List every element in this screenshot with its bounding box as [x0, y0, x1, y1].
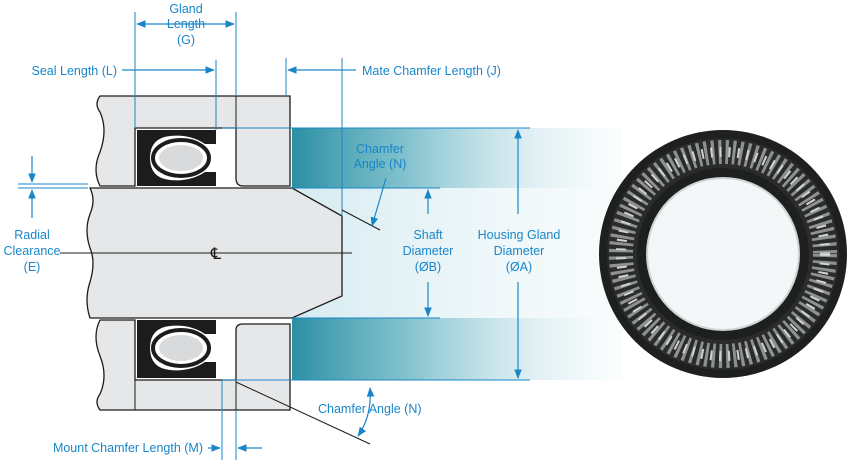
housing-bottom — [95, 319, 291, 411]
chamfer-angle-bottom-label: Chamfer Angle (N) — [318, 402, 422, 416]
housing-gland-diameter-label-3: (ØA) — [506, 260, 532, 274]
radial-clearance-label-2: Clearance — [4, 244, 61, 258]
centerline-symbol: ℄ — [210, 246, 222, 263]
housing-gland-diameter-label-1: Housing Gland — [478, 228, 561, 242]
chamfer-angle-top-label-2: Angle (N) — [354, 157, 407, 171]
shaft: ℄ — [60, 187, 352, 319]
radial-clearance-label-1: Radial — [14, 228, 49, 242]
radial-clearance-label-3: (E) — [24, 260, 41, 274]
gland-length-label-2: Length — [167, 17, 205, 31]
mount-chamfer-length-label: Mount Chamfer Length (M) — [53, 441, 203, 455]
mate-chamfer-length-label: Mate Chamfer Length (J) — [362, 64, 501, 78]
seal-length-label: Seal Length (L) — [32, 64, 117, 78]
shaft-diameter-label-3: (ØB) — [415, 260, 441, 274]
dimension-arrows — [28, 20, 522, 452]
seal-cross-section-top — [137, 130, 216, 186]
gland-length-label-3: (G) — [177, 33, 195, 47]
chamfer-angle-top-label-1: Chamfer — [356, 142, 404, 156]
shaft-diameter-label-2: Diameter — [403, 244, 454, 258]
shaft-diameter-label-1: Shaft — [413, 228, 443, 242]
gland-length-label-1: Gland — [169, 2, 202, 16]
spring-energized-seal-ring-image — [599, 130, 847, 378]
dimension-labels: Gland Length (G) Seal Length (L) Mate Ch… — [4, 2, 561, 455]
housing-gland-diameter-label-2: Diameter — [494, 244, 545, 258]
seal-cross-section-bottom — [137, 320, 216, 378]
